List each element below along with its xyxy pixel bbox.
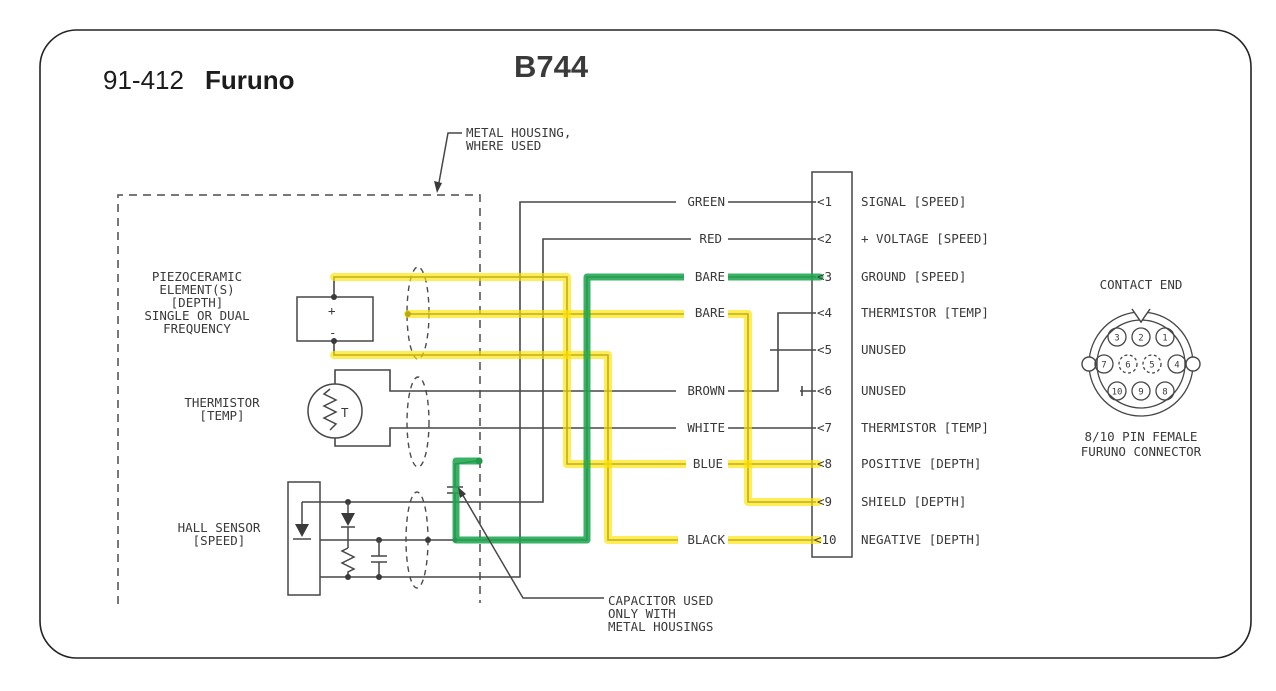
piezo-label-line2: ELEMENT(S) (159, 282, 234, 297)
yellow-highlight-traces (330, 273, 822, 544)
piezo-label-line1: PIEZOCERAMIC (152, 269, 242, 284)
top-notch (1131, 306, 1151, 323)
wires (302, 201, 816, 578)
hall-label-line2: [SPEED] (193, 533, 246, 548)
connector-pin-7: 7 (1101, 361, 1106, 371)
connector-pin-6: 6 (1125, 361, 1130, 371)
connector-pin-1: 1 (1162, 334, 1167, 344)
conductor-labels: GREEN RED BARE BARE BROWN WHITE BLUE BLA… (676, 194, 728, 547)
pin-terminal-block (811, 171, 853, 558)
thermistor-label-line1: THERMISTOR (184, 395, 260, 410)
capacitor-note-line2: ONLY WITH (608, 606, 676, 621)
wire-label-black: BLACK (687, 532, 725, 547)
pin-marker-5: <5 (817, 342, 832, 357)
capacitor-note-line1: CAPACITOR USED (608, 593, 713, 608)
connector-caption-line1: 8/10 PIN FEMALE (1085, 429, 1198, 444)
pin-desc-6: UNUSED (861, 383, 906, 398)
model-annotation: B744 (514, 49, 589, 84)
connector-pin-2: 2 (1138, 334, 1143, 344)
hall-sensor-symbol (287, 481, 458, 596)
connector-pin-5: 5 (1149, 361, 1154, 371)
metal-housing-leader (434, 132, 462, 193)
piezo-minus-sign: - (329, 325, 337, 340)
hall-label-line1: HALL SENSOR (178, 520, 261, 535)
piezo-plus-sign: + (328, 303, 336, 318)
pin-marker-10: <10 (814, 532, 837, 547)
wire-label-green: GREEN (687, 194, 725, 209)
connector-pin-8: 8 (1162, 388, 1167, 398)
pin-marker-9: <9 (817, 494, 832, 509)
metal-housing-note-line1: METAL HOUSING, (466, 125, 571, 140)
piezo-label-line4: SINGLE OR DUAL (144, 308, 249, 323)
green-highlight-trace (452, 273, 824, 544)
pin-desc-8: POSITIVE [DEPTH] (861, 456, 981, 471)
left-keyway-notch (1081, 356, 1097, 372)
component-labels: PIEZOCERAMIC ELEMENT(S) [DEPTH] SINGLE O… (144, 269, 261, 548)
metal-housing-note-line2: WHERE USED (466, 138, 541, 153)
wire-label-brown: BROWN (687, 383, 725, 398)
wire-label-red: RED (699, 231, 722, 246)
pin-marker-2: <2 (817, 231, 832, 246)
thermistor-t-label: T (341, 405, 349, 420)
wire-label-white: WHITE (687, 420, 725, 435)
pin-desc-3: GROUND [SPEED] (861, 269, 966, 284)
part-number: 91-412 (103, 65, 184, 95)
connector-face: CONTACT END 3 2 1 7 6 5 4 10 9 8 8/10 PI… (1081, 277, 1202, 459)
pin-desc-10: NEGATIVE [DEPTH] (861, 532, 981, 547)
pin-marker-1: <1 (817, 194, 832, 209)
pin-desc-9: SHIELD [DEPTH] (861, 494, 966, 509)
connector-caption-line2: FURUNO CONNECTOR (1081, 444, 1202, 459)
pin-desc-2: + VOLTAGE [SPEED] (861, 231, 989, 246)
piezo-label-line3: [DEPTH] (171, 295, 224, 310)
right-keyway-notch (1185, 356, 1201, 372)
capacitor-leader (458, 487, 604, 599)
pin-desc-5: UNUSED (861, 342, 906, 357)
pin-desc-4: THERMISTOR [TEMP] (861, 305, 989, 320)
pin-desc-1: SIGNAL [SPEED] (861, 194, 966, 209)
connector-pin-10: 10 (1112, 388, 1123, 398)
connector-pin-4: 4 (1174, 361, 1179, 371)
pin-descriptions: SIGNAL [SPEED] + VOLTAGE [SPEED] GROUND … (861, 194, 989, 547)
pin-marker-8: <8 (817, 456, 832, 471)
capacitor-note-line3: METAL HOUSINGS (608, 619, 713, 634)
pin-marker-4: <4 (817, 305, 832, 320)
wire-label-bare-depth: BARE (695, 305, 725, 320)
pin-marker-7: <7 (817, 420, 832, 435)
page-border (39, 29, 1252, 659)
pin-marker-3: <3 (817, 269, 832, 284)
connector-pin-3: 3 (1114, 334, 1119, 344)
pin-desc-7: THERMISTOR [TEMP] (861, 420, 989, 435)
wire-label-blue: BLUE (693, 456, 723, 471)
thermistor-symbol: T (307, 383, 363, 439)
pin-markers: <1 <2 <3 <4 <5 <6 <7 <8 <9 <10 (814, 194, 837, 547)
piezo-element: + - (296, 294, 374, 344)
piezo-label-line5: FREQUENCY (163, 321, 231, 336)
brand-name: Furuno (205, 65, 295, 95)
note-labels: METAL HOUSING, WHERE USED CAPACITOR USED… (466, 125, 713, 634)
contact-end-heading: CONTACT END (1100, 277, 1183, 292)
metal-housing-outline (117, 194, 481, 604)
wire-label-bare-speed: BARE (695, 269, 725, 284)
thermistor-label-line2: [TEMP] (199, 408, 244, 423)
pin-marker-6: <6 (817, 383, 832, 398)
connector-pin-9: 9 (1138, 388, 1143, 398)
